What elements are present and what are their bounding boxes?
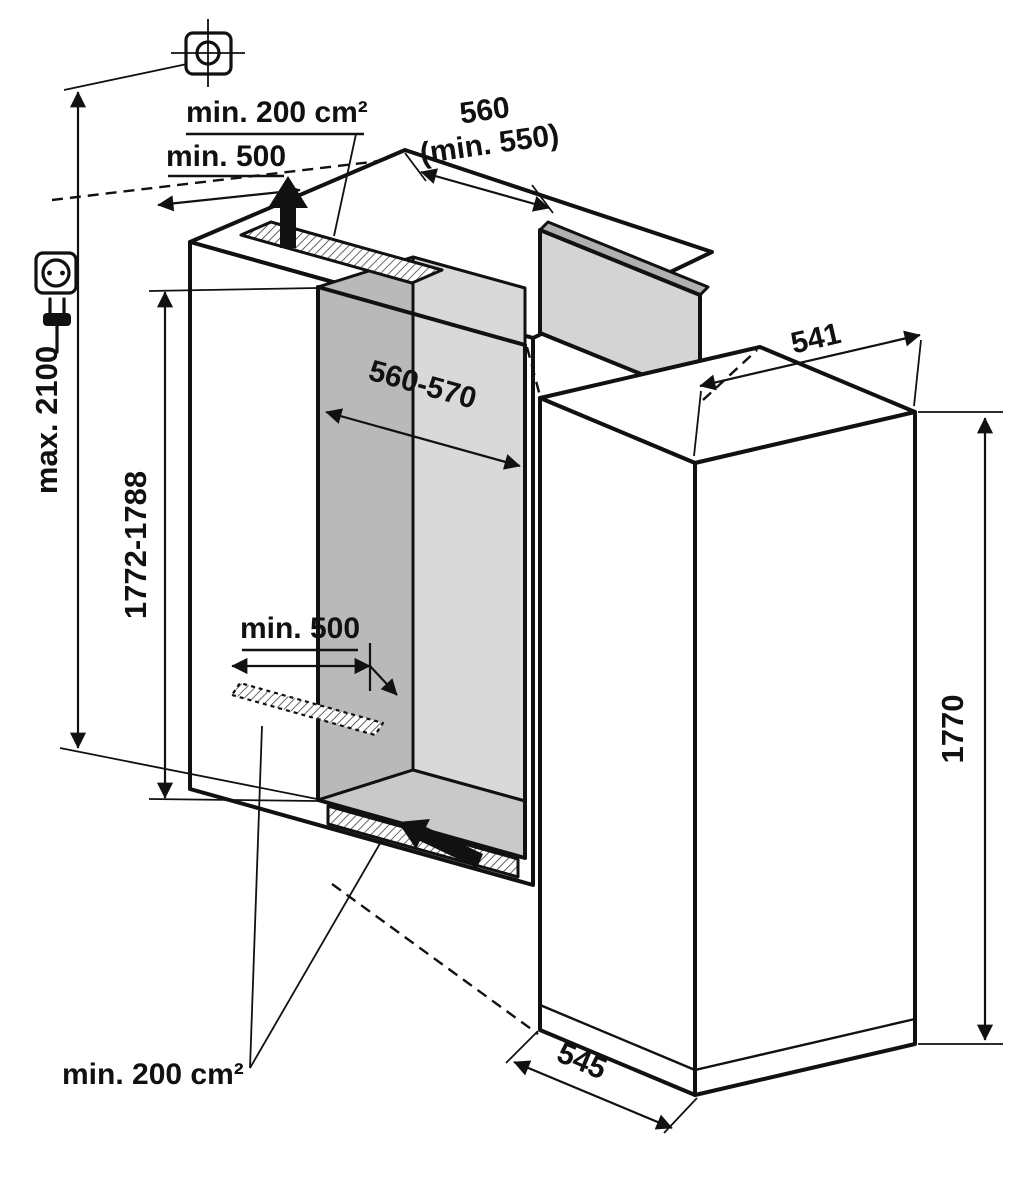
dim-vent-area-bottom: min. 200 cm²: [62, 725, 383, 1091]
socket-face: [41, 258, 71, 288]
dim-pointer: [369, 665, 398, 696]
label-vent-area-bottom: min. 200 cm²: [62, 1058, 244, 1091]
plug-pins: [48, 297, 66, 315]
leader-line: [333, 133, 357, 237]
dim-vent-area-top: min. 200 cm²: [186, 96, 368, 237]
dim-vent-clearance-bottom: min. 500: [231, 612, 398, 696]
leader-line: [249, 725, 263, 1069]
label-niche-depth: 560: [458, 91, 512, 131]
hidden-floor-vent-slot: [230, 681, 385, 737]
socket-pin-hole-left: [47, 270, 52, 276]
dim-line: [157, 183, 301, 212]
label-vent-area-top: min. 200 cm²: [186, 96, 368, 129]
niche-opening-outline: [316, 285, 527, 860]
airflow-in-arrow: [398, 819, 483, 868]
dim-max-column-height: max. 2100: [29, 63, 318, 800]
dim-reference-line: [148, 287, 318, 292]
dim-line: [325, 408, 521, 470]
alignment-dashed-line-bottom: [331, 883, 539, 1035]
label-niche-height: 1772-1788: [118, 471, 153, 619]
dim-line: [699, 330, 921, 391]
appliance-plinth-line-front: [539, 1003, 696, 1072]
dim-line: [420, 168, 550, 212]
dim-clearance-top: min. 500: [157, 140, 301, 212]
dim-niche-height: 1772-1788: [118, 287, 318, 802]
leader-line: [249, 839, 383, 1069]
ceiling-fixing-symbol: [171, 19, 245, 87]
dim-reference-line: [59, 747, 318, 800]
alignment-dashed-line-top: [525, 346, 542, 397]
ceiling-reference-dashed-line: [51, 156, 406, 202]
appliance-plinth-line-side: [694, 1017, 916, 1072]
dim-reference-line: [63, 63, 188, 91]
dim-appliance-height: 1770: [918, 411, 1003, 1045]
label-appliance-height: 1770: [935, 695, 970, 764]
dim-reference-line: [913, 339, 922, 407]
dim-line: [513, 1060, 673, 1130]
crosshair-lines: [171, 19, 245, 87]
appliance-front-face: [538, 396, 697, 1097]
dim-reference-line: [148, 798, 318, 802]
label-vent-clearance-bottom: min. 500: [240, 612, 360, 645]
label-clearance-top: min. 500: [166, 140, 286, 173]
appliance-side-face: [693, 410, 917, 1097]
dim-reference-line: [505, 1030, 539, 1064]
plug-body: [43, 313, 71, 326]
socket-pin-hole-right: [60, 270, 65, 276]
label-max-column-height: max. 2100: [29, 346, 64, 494]
power-socket-icon: [34, 251, 78, 295]
power-plug-icon: [43, 297, 71, 354]
dim-reference-line: [693, 390, 702, 457]
